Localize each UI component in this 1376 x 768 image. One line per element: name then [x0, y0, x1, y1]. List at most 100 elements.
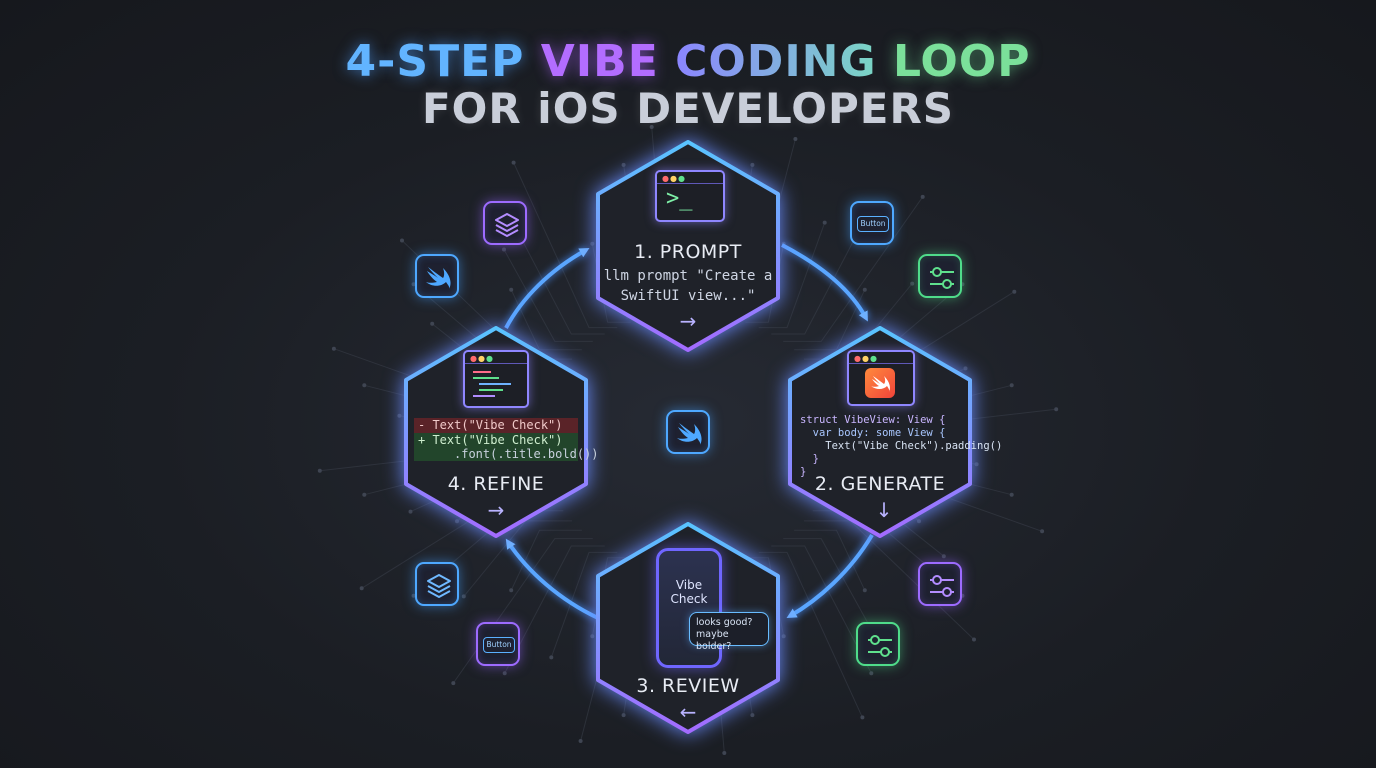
- circuit-node: [455, 519, 459, 524]
- circuit-node: [621, 713, 626, 718]
- circuit-trace: [794, 529, 866, 591]
- circuit-node: [917, 519, 921, 524]
- prompt-text-line-1: llm prompt "Create a: [603, 268, 773, 284]
- step-title-prompt: 1. PROMPT: [634, 241, 742, 263]
- circuit-node: [1054, 407, 1059, 412]
- circuit-node: [509, 287, 514, 292]
- title-line-1: 4-STEP VIBE CODING LOOP: [0, 36, 1376, 87]
- review-arrow-icon: ←: [679, 700, 697, 724]
- circuit-node: [502, 671, 507, 676]
- circuit-node: [750, 162, 755, 167]
- circuit-node: [621, 162, 626, 167]
- circuit-node: [411, 282, 416, 287]
- hexagon-prompt: [596, 140, 780, 352]
- step-title-refine: 4. REFINE: [447, 473, 545, 495]
- circuit-node: [649, 125, 654, 129]
- phone-text-line-2: Check: [670, 592, 708, 606]
- circuit-node: [910, 281, 915, 286]
- circuit-node: [430, 321, 435, 326]
- circuit-trace: [783, 538, 873, 631]
- code-line: }: [800, 453, 819, 465]
- circuit-trace: [510, 529, 582, 591]
- feedback-line-2: maybe bolder?: [696, 629, 732, 652]
- diff-added-line: + Text("Vibe Check"): [414, 433, 578, 461]
- button-icon-label: Button: [483, 637, 515, 653]
- title-word-vibe: VIBE: [540, 36, 659, 87]
- arrow-prompt-to-generate: [781, 243, 868, 322]
- circuit-node: [1009, 492, 1014, 497]
- title-line-2: FOR iOS DEVELOPERS: [421, 84, 955, 133]
- circuit-node: [397, 413, 402, 418]
- code-line: Text("Vibe Check").padding(): [800, 440, 1003, 452]
- circuit-node: [502, 247, 506, 252]
- step-title-generate: 2. GENERATE: [814, 473, 946, 495]
- feedback-bubble: looks good? maybe bolder?: [689, 612, 769, 652]
- refine-arrow-icon: →: [487, 498, 505, 522]
- circuit-node: [362, 383, 367, 388]
- circuit-node: [509, 588, 514, 593]
- swift-editor-icon: ●●●: [847, 350, 915, 406]
- swift-icon: [865, 368, 895, 398]
- circuit-trace: [513, 162, 618, 329]
- circuit-node: [862, 287, 867, 292]
- circuit-node: [317, 468, 322, 473]
- swift-icon: [415, 254, 459, 298]
- circuit-node: [781, 634, 786, 639]
- circuit-node: [963, 366, 968, 371]
- circuit-node: [331, 346, 336, 351]
- arrow-refine-to-prompt: [504, 248, 590, 329]
- circuit-trace: [771, 545, 872, 674]
- circuit-node: [1009, 383, 1014, 388]
- sliders-icon-bottom-green: [856, 622, 900, 666]
- circuit-node: [869, 671, 874, 676]
- circuit-node: [1040, 529, 1045, 534]
- button-icon-label: Button: [857, 216, 889, 232]
- prompt-text-line-2: SwiftUI view...": [620, 288, 756, 304]
- prompt-arrow-icon: →: [679, 309, 697, 333]
- title-word-loop: LOOP: [892, 36, 1031, 87]
- button-icon: Button: [850, 201, 894, 245]
- code-line: }: [800, 466, 807, 478]
- sliders-icon: [918, 254, 962, 298]
- swift-icon-center: [666, 410, 710, 454]
- circuit-node: [362, 492, 367, 497]
- layers-icon: [483, 201, 527, 245]
- circuit-trace: [504, 206, 605, 335]
- title-word-4-step: 4-STEP: [345, 36, 525, 87]
- circuit-node: [451, 681, 456, 686]
- generate-arrow-icon: ↓: [875, 498, 893, 522]
- circuit-node: [722, 751, 727, 755]
- circuit-node: [974, 462, 979, 467]
- step-title-review: 3. REVIEW: [636, 675, 740, 697]
- title-word-coding: CODING: [675, 36, 877, 87]
- circuit-node: [941, 554, 946, 559]
- circuit-node: [590, 241, 595, 246]
- phone-icon: [656, 548, 722, 668]
- circuit-node: [549, 655, 554, 660]
- circuit-node: [862, 588, 867, 593]
- circuit-node: [1012, 289, 1017, 294]
- circuit-node: [408, 509, 413, 514]
- circuit-trace: [794, 289, 866, 351]
- circuit-node: [920, 194, 925, 199]
- terminal-icon: ●●● >_: [655, 170, 725, 222]
- circuit-trace: [758, 222, 826, 329]
- sliders-icon-bottom: [918, 562, 962, 606]
- circuit-node: [590, 634, 595, 639]
- circuit-trace: [504, 545, 605, 674]
- circuit-trace: [758, 551, 863, 718]
- circuit-node: [461, 594, 466, 599]
- diff-continuation-line: .font(.title.bold()): [454, 447, 599, 461]
- circuit-node: [750, 713, 755, 718]
- hexagon-generate: [788, 326, 972, 538]
- circuit-node: [511, 160, 516, 165]
- feedback-line-1: looks good?: [696, 617, 753, 628]
- layers-icon-bottom: [415, 562, 459, 606]
- circuit-trace: [550, 551, 618, 658]
- code-line: struct VibeView: View {: [800, 414, 946, 426]
- button-icon-bottom: Button: [476, 622, 520, 666]
- circuit-node: [972, 637, 976, 642]
- code-line: var body: some View {: [800, 427, 946, 439]
- circuit-node: [860, 715, 865, 720]
